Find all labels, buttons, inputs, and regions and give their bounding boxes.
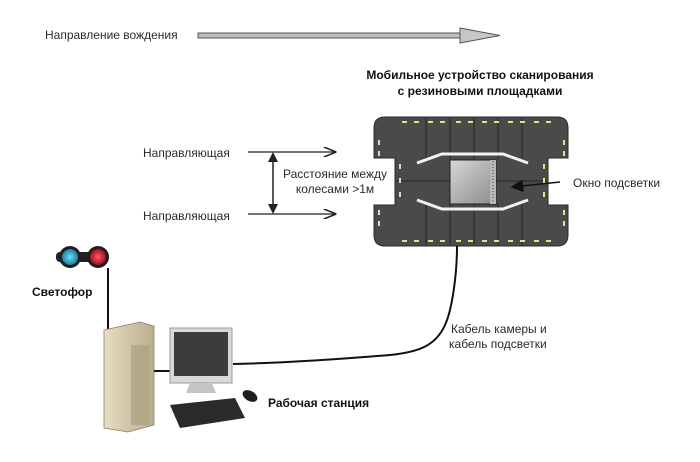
scanning-device bbox=[373, 116, 569, 247]
traffic-light bbox=[56, 246, 109, 268]
driving-direction-arrow bbox=[197, 27, 501, 44]
distance-double-arrow bbox=[268, 152, 278, 214]
traffic-light-label: Светофор bbox=[32, 285, 93, 299]
illumination-window bbox=[449, 159, 497, 205]
workstation-computer bbox=[103, 321, 258, 433]
guide-bottom-label: Направляющая bbox=[143, 209, 230, 223]
cable-label-line2: кабель подсветки bbox=[449, 337, 547, 351]
device-title-line1: Мобильное устройство сканирования bbox=[366, 68, 594, 82]
keyboard bbox=[170, 398, 245, 428]
camera-light-cable bbox=[232, 245, 458, 365]
driving-direction-label: Направление вождения bbox=[45, 28, 178, 42]
guide-top-label: Направляющая bbox=[143, 146, 230, 160]
distance-label-line2: колесами >1м bbox=[295, 182, 375, 196]
window-pointer-arrow bbox=[510, 179, 561, 193]
mouse bbox=[242, 390, 258, 402]
illumination-window-label: Окно подсветки bbox=[573, 176, 661, 190]
traffic-light-blue-lamp bbox=[62, 249, 78, 265]
cable-label-line1: Кабель камеры и bbox=[451, 322, 547, 336]
workstation-label: Рабочая станция bbox=[268, 396, 370, 410]
distance-label-line1: Расстояние между bbox=[283, 167, 387, 181]
traffic-light-red-lamp bbox=[90, 249, 106, 265]
device-title-line2: с резиновыми площадками bbox=[397, 84, 563, 98]
